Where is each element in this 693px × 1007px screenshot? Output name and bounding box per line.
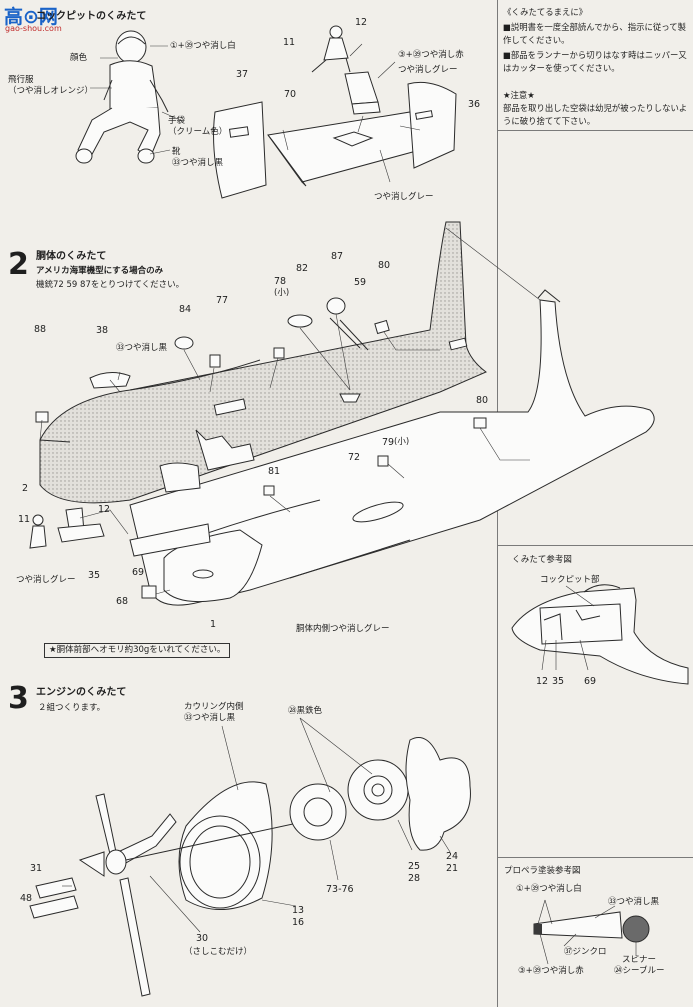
site-logo: 高⊙网 gao-shou.com: [2, 2, 68, 34]
bulkhead-36: [407, 81, 457, 169]
part-80-mid: 80: [476, 395, 489, 406]
part-70: 70: [284, 89, 297, 100]
ref-prop-spinner: スピナー: [622, 955, 657, 965]
step2-title: 胴体のくみたて: [36, 251, 107, 262]
fan-blade: [405, 737, 471, 851]
part-11-mid: 11: [18, 514, 31, 525]
label-gunmetal: ㉘黒鉄色: [288, 706, 323, 716]
ref-divider-1: [498, 545, 693, 546]
part-59: 59: [354, 277, 367, 288]
part-78: 78: [274, 276, 287, 287]
part-36: 36: [468, 99, 481, 110]
part-72: 72: [348, 452, 361, 463]
step3-sub: ２組つくります。: [38, 703, 106, 713]
ref-part-35: 35: [552, 676, 565, 687]
label-helmet: ①+㊴つや消し白: [170, 41, 236, 51]
part-80-top: 80: [378, 260, 391, 271]
part-16: 16: [292, 917, 305, 928]
bulkhead-37: [213, 101, 267, 199]
label-gray-lower: つや消しグレー: [16, 575, 76, 585]
ref-divider-2: [498, 857, 693, 858]
part-24: 24: [446, 851, 459, 862]
part-81: 81: [268, 466, 281, 477]
part-12-top: 12: [355, 17, 368, 28]
propeller-paint-reference: [533, 899, 650, 965]
cockpit-tub-69: [129, 523, 211, 557]
cowling: [178, 781, 273, 910]
part-68: 68: [116, 596, 129, 607]
step1-title: コックピットのくみたて: [36, 11, 147, 22]
ref-part-12: 12: [536, 676, 549, 687]
propeller-assembly: [29, 793, 177, 997]
cockpit-interior: [195, 429, 255, 471]
part-48: 48: [20, 893, 33, 904]
label-cowling-inner: カウリング内側 ㉝つや消し黒: [184, 702, 244, 723]
part-28: 28: [408, 873, 421, 884]
step3-number: 3: [8, 681, 29, 716]
part-69: 69: [132, 567, 145, 578]
logo-text: 高⊙网: [4, 6, 58, 28]
part-31: 31: [30, 863, 43, 874]
weight-notice: ★胴体前部へオモリ約30gをいれてください。: [44, 643, 231, 658]
label-matte-black: ㉝つや消し黒: [116, 343, 168, 353]
engine-cylinders: [289, 759, 409, 841]
notes-item-2: ■部品をランナーから切りはなす時はニッパー又はカッターを使ってください。: [503, 50, 687, 73]
label-flight-suit: 飛行服 （つや消しオレンジ）: [8, 75, 94, 96]
part-1: 1: [210, 619, 217, 630]
part-82: 82: [296, 263, 309, 274]
part-30: 30: [196, 933, 209, 944]
part-88: 88: [34, 324, 47, 335]
notes-divider: [498, 130, 693, 131]
fuselage-half-left: [39, 221, 487, 504]
label-glove: 手袋 （クリーム色）: [168, 116, 228, 137]
caution-text: 部品を取り出した空袋は幼児が被ったりしないように破り捨てて下さい。: [503, 103, 688, 126]
ref-prop-black: ㉝つや消し黒: [608, 897, 660, 907]
ref-cockpit-sub: コックピット部: [540, 575, 600, 585]
part-84: 84: [179, 304, 192, 315]
label-face-color: 顔色: [70, 53, 88, 63]
label-boots: 靴 ㉝つや消し黒: [172, 147, 224, 168]
step2-line2: アメリカ海軍機型にする場合のみ: [36, 266, 164, 276]
notes-item-1: ■説明書を一度全部読んでから、指示に従って製作してください。: [503, 22, 686, 45]
part-25: 25: [408, 861, 421, 872]
label-inner-gray: 胴体内側つや消しグレー: [296, 624, 390, 634]
ref-part-69: 69: [584, 676, 597, 687]
step3-title: エンジンのくみたて: [36, 687, 127, 698]
ref-prop-title: プロペラ塗装参考図: [504, 866, 581, 876]
pilot-figure: [75, 30, 169, 164]
part-21: 21: [446, 863, 459, 874]
label-small-79: (小): [394, 437, 410, 447]
ref-prop-white: ①+㊴つや消し白: [516, 884, 582, 894]
part-79: 79: [382, 437, 395, 448]
label-seat-red: ③+㊴つや消し赤: [398, 50, 464, 60]
cockpit-floor: [267, 111, 421, 183]
step2-number: 2: [8, 247, 29, 282]
ref-cockpit-title: くみたて参考図: [512, 555, 572, 565]
ref-prop-blue: ㉔シーブルー: [614, 966, 665, 976]
part-2: 2: [22, 483, 29, 494]
part-37: 37: [236, 69, 249, 80]
ref-prop-red: ③+㊴つや消し赤: [518, 966, 584, 976]
label-floor-gray: つや消しグレー: [374, 192, 434, 202]
part-77: 77: [216, 295, 229, 306]
part-87: 87: [331, 251, 344, 262]
logo-url: gao-shou.com: [5, 24, 62, 33]
notes-heading: 《くみたてるまえに》: [503, 7, 588, 17]
label-small-78: (小): [274, 288, 290, 298]
part-38: 38: [96, 325, 109, 336]
label-insert-only: （さしこむだけ）: [184, 947, 253, 957]
part-11-top: 11: [283, 37, 296, 48]
part-73-76: 73-76: [326, 884, 354, 895]
caution-heading: ★注意★: [503, 90, 535, 100]
part-12-mid: 12: [98, 504, 111, 515]
step2-line3: 機銃72 59 87をとりつけてください。: [36, 280, 185, 290]
pre-assembly-notes: 《くみたてるまえに》 ■説明書を一度全部読んでから、指示に従って製作してください…: [503, 6, 689, 128]
label-seat-gray: つや消しグレー: [398, 65, 458, 75]
part-35: 35: [88, 570, 101, 581]
ref-prop-zinc: ㊲ジンクロ: [564, 947, 607, 957]
part-13: 13: [292, 905, 305, 916]
cockpit-reference-drawing: [511, 584, 689, 685]
pilot-seat: [344, 71, 379, 105]
